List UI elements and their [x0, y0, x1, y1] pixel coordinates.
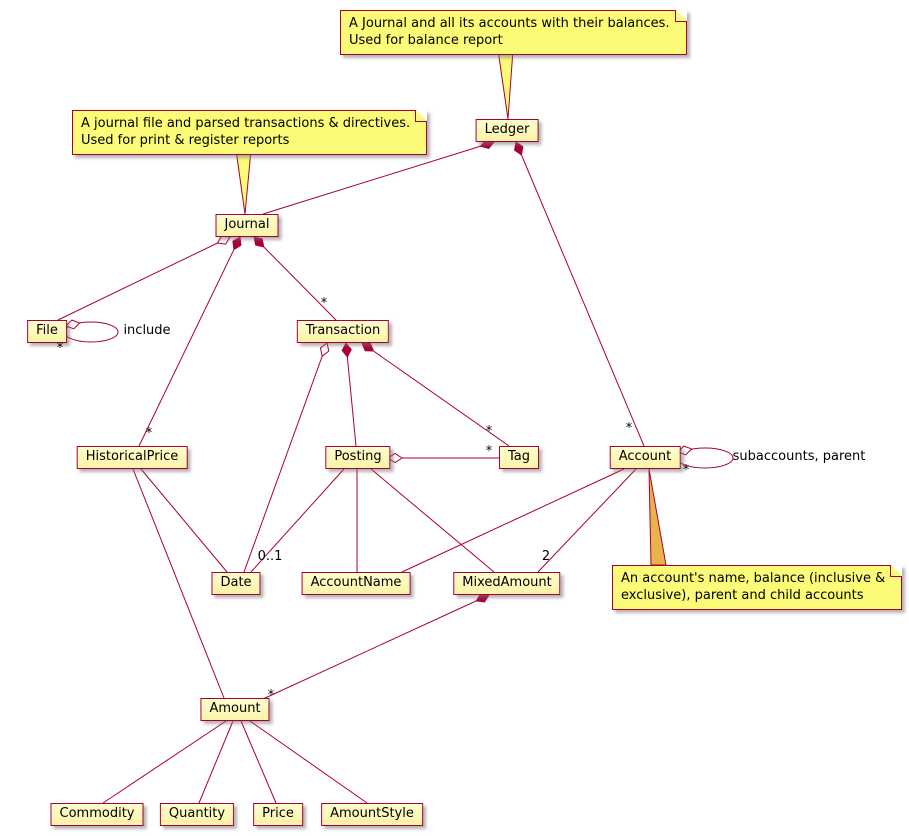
label-journal-transaction-multiplicity: * — [320, 296, 328, 311]
edge-amount-price — [240, 720, 277, 804]
note-ledger-text: A Journal and all its accounts with thei… — [349, 16, 670, 48]
edge-ledger-account — [515, 141, 645, 447]
note-account: An account's name, balance (inclusive & … — [612, 565, 903, 610]
aggregation-diamond-icon-account-subaccounts-loop — [677, 445, 693, 456]
aggregation-diamond-icon-journal-file — [216, 235, 231, 245]
label-ledger-account-multiplicity: * — [625, 421, 633, 436]
edge-journal-historicalprice — [138, 236, 241, 447]
edge-journal-file — [57, 236, 231, 321]
class-historicalprice: HistoricalPrice — [76, 446, 188, 469]
composition-diamond-icon-transaction-tag — [361, 342, 375, 352]
label-mixedamount-amount-multiplicity: * — [267, 688, 275, 703]
class-posting: Posting — [325, 446, 391, 469]
label-posting-date-multiplicity: 0..1 — [257, 549, 283, 564]
label-transaction-tag-multiplicity: * — [485, 424, 493, 439]
note-account-pointer — [648, 468, 667, 566]
note-fold-icon — [415, 110, 428, 122]
edge-account-mixedamount — [537, 468, 637, 573]
class-account: Account — [609, 446, 681, 469]
note-fold-icon — [890, 565, 903, 577]
label-include: include — [123, 323, 171, 338]
label-account-mixedamount-multiplicity: 2 — [541, 549, 551, 564]
class-ledger: Ledger — [475, 119, 539, 142]
aggregation-diamond-icon-transaction-date — [319, 342, 330, 358]
composition-diamond-icon-ledger-account — [514, 141, 524, 156]
edge-account-accountname — [401, 468, 625, 573]
note-ledger: A Journal and all its accounts with thei… — [340, 10, 687, 55]
class-date: Date — [211, 572, 261, 595]
class-amountstyle: AmountStyle — [321, 803, 423, 826]
class-amount: Amount — [200, 698, 270, 721]
edge-posting-date — [250, 468, 345, 573]
edge-mixedamount-amount — [262, 594, 490, 700]
label-account-loop-multiplicity: * — [682, 463, 690, 478]
label-journal-historicalprice-multiplicity: * — [145, 426, 153, 441]
class-price: Price — [253, 803, 303, 826]
class-journal: Journal — [215, 214, 279, 237]
note-fold-icon — [674, 10, 687, 22]
label-file-loop-multiplicity: * — [56, 341, 64, 356]
class-transaction: Transaction — [296, 320, 390, 343]
class-quantity: Quantity — [159, 803, 235, 826]
edge-historicalprice-amount — [132, 468, 225, 699]
label-posting-tag-multiplicity: * — [485, 444, 493, 459]
class-tag: Tag — [498, 446, 540, 469]
edge-amount-commodity — [102, 720, 227, 804]
aggregation-diamond-icon-file-include-loop — [65, 319, 81, 330]
edge-posting-mixedamount — [370, 468, 495, 573]
edge-ledger-journal — [262, 141, 495, 215]
edge-journal-transaction — [253, 236, 337, 321]
edge-amount-quantity — [198, 720, 234, 804]
composition-diamond-icon-transaction-posting — [341, 342, 352, 358]
composition-diamond-icon-journal-transaction — [253, 236, 265, 248]
label-subaccounts-parent: subaccounts, parent — [732, 449, 866, 464]
class-file: File — [27, 320, 67, 343]
composition-diamond-icon-journal-historicalprice — [232, 236, 242, 251]
note-ledger-pointer — [497, 49, 514, 120]
aggregation-diamond-icon-posting-tag — [387, 452, 403, 464]
edge-transaction-tag — [361, 342, 510, 447]
composition-diamond-icon-mixedamount-amount — [475, 593, 490, 603]
class-accountname: AccountName — [301, 572, 411, 595]
note-account-text: An account's name, balance (inclusive & … — [621, 571, 886, 603]
edge-transaction-date — [243, 342, 328, 573]
edge-amount-amountstyle — [249, 720, 368, 804]
note-journal-pointer — [235, 149, 252, 215]
edge-historicalprice-date — [140, 468, 228, 573]
note-journal: A journal file and parsed transactions &… — [72, 110, 428, 155]
note-journal-text: A journal file and parsed transactions &… — [81, 116, 411, 148]
class-commodity: Commodity — [50, 803, 144, 826]
edge-transaction-posting — [345, 342, 357, 447]
class-mixedamount: MixedAmount — [453, 572, 561, 595]
